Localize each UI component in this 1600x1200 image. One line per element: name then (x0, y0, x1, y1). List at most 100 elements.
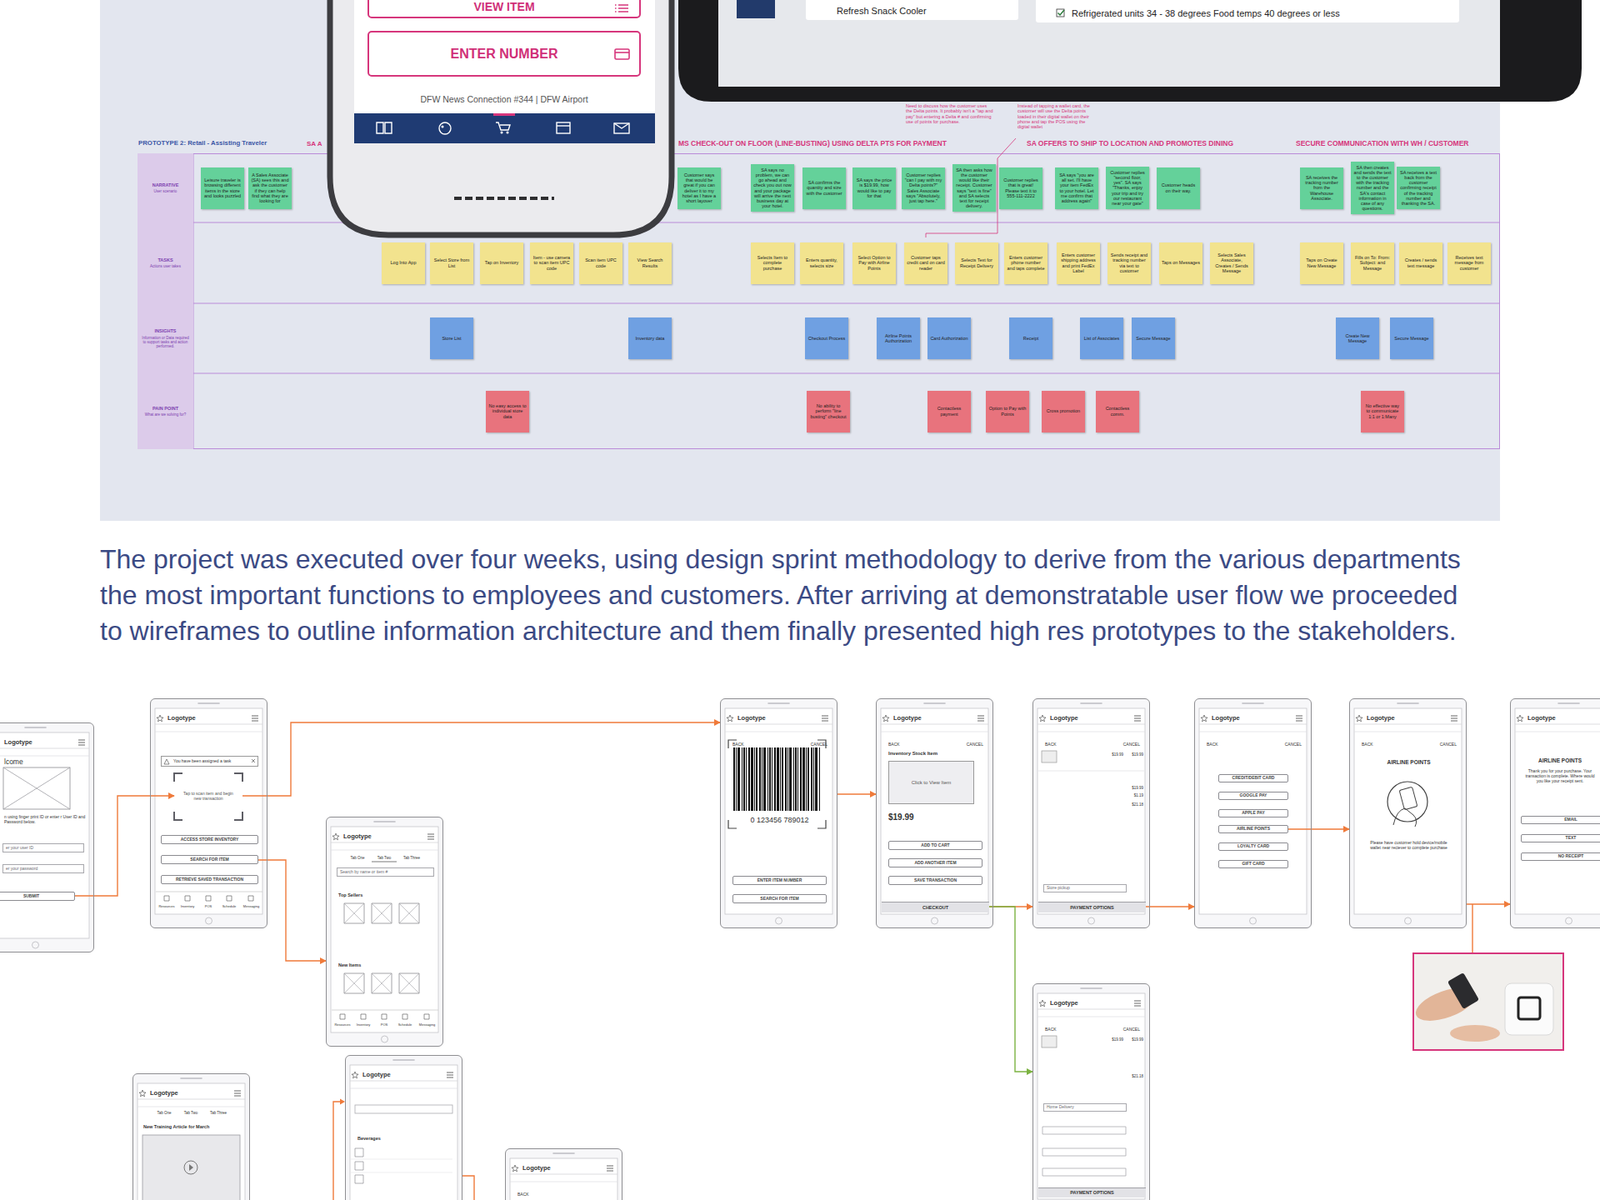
box-text: CHECKOUT (922, 905, 949, 910)
note-text: Item - use camera to scan item UPC code (532, 255, 571, 270)
note-text: Leisure traveler is browsing different i… (203, 177, 242, 199)
sticky-note: Create New Message (1335, 317, 1380, 360)
note-text: No easy access to individual store data (488, 403, 527, 419)
note-text: Enters quantity, selects size (802, 257, 841, 268)
note-text: Customer replies "second floor, yes". SA… (1108, 170, 1147, 206)
note-text: Select Option to Pay with Airline Points (855, 255, 894, 270)
logo-text: Logotype (1527, 715, 1586, 723)
screen-text: POS (197, 905, 220, 910)
screen-footer: DFW News Connection #344 | DFW Airport (367, 94, 641, 105)
wireframe-button: LOYALTY CARD (1218, 842, 1289, 851)
row-title: PAIN POINT (152, 405, 179, 411)
note-text: Sends receipt and tracking number via te… (1110, 252, 1149, 274)
sticky-note: Fills on To: From: Subject: and Message (1350, 242, 1395, 285)
flow-arrow (75, 795, 175, 896)
wireframe-button: APPLE PAY (1218, 809, 1289, 818)
description: The project was executed over four weeks… (100, 541, 1467, 650)
annotation: Need to discuss how the customer uses th… (905, 103, 994, 125)
note-text: Customer replies that is great! Please t… (1001, 177, 1040, 199)
sticky-note: Tap on Inventory (480, 242, 524, 285)
annotation: Instead of tapping a wallet card, the cu… (1017, 103, 1095, 130)
sticky-note: Customer heads on their way. (1156, 167, 1200, 210)
note-text: Checkout Process (808, 335, 846, 341)
screen-text: AIRLINE POINTS (1361, 759, 1456, 765)
logo-text: Logotype (167, 715, 226, 723)
image-placeholder: Click to View Item (888, 760, 975, 805)
screen-text: New Training Article for March (143, 1124, 241, 1130)
screen-text: BACK (1045, 1027, 1070, 1033)
screen-text: Messaging (415, 1023, 440, 1028)
section-heading: MS CHECK-OUT ON FLOOR (LINE-BUSTING) USI… (678, 140, 947, 149)
screen-button: VIEW ITEM (367, 0, 641, 19)
flow-arrow (1466, 903, 1510, 905)
sticky-note: Cross promotion (1041, 390, 1085, 433)
note-text: List of Associates (1084, 335, 1120, 341)
box-text: TEXT (1565, 835, 1577, 841)
scan-area: Tap to scan item and begin new transacti… (174, 773, 243, 820)
box-text: PAYMENT OPTIONS (1070, 905, 1114, 910)
screen-text: $19.99 (1103, 1037, 1124, 1042)
box-text: er your password (5, 866, 38, 872)
wireframe-screen: LogotypeBeverages (345, 1055, 463, 1200)
screen-text: $19.99 (1103, 752, 1124, 757)
screen-button: ENTER NUMBER (367, 30, 641, 77)
box-text: SUBMIT (23, 894, 40, 900)
note-text: Tap on Inventory (485, 260, 520, 265)
task-text: Refresh Snack Cooler (836, 5, 1012, 17)
screen-text: Messaging (239, 905, 264, 910)
sticky-note: Store List (430, 317, 474, 360)
wireframe-screen: LogotypeBACKCANCEL$19.99$19.99$19.99$1.1… (1032, 698, 1150, 929)
sticky-note: SA receives a text back from the custome… (1396, 166, 1440, 210)
wireframe-screen: LogotypeBACKCANCELCREDIT/DEBIT CARDGOOGL… (1194, 698, 1312, 929)
box-text: ADD ANOTHER ITEM (914, 860, 956, 866)
screen-text: BACK (1045, 742, 1070, 748)
sticky-note: Customer replies that is great! Please t… (999, 167, 1043, 210)
task-text: Refrigerated units 34 - 38 degrees Food … (1071, 8, 1455, 20)
screen-text: CANCEL (800, 742, 828, 748)
sticky-note: Item - use camera to scan item UPC code (530, 242, 574, 285)
sticky-note: Creates / sends text message (1399, 242, 1443, 285)
wireframe-screen: LogotypeResourcesInventoryPOSScheduleMes… (150, 698, 268, 929)
row-label: PAIN POINTWhat are we solving for? (137, 373, 194, 450)
screen-text: Thank you for your purchase. Your transa… (1522, 769, 1598, 784)
screen-text: AIRLINE POINTS (1522, 757, 1598, 764)
box-text: ACCESS STORE INVENTORY (180, 837, 240, 843)
box-text: RETRIEVE SAVED TRANSACTION (175, 877, 244, 883)
box-text: ENTER NUMBER (450, 46, 559, 62)
note-text: No ability to perform "line busting" che… (809, 403, 848, 419)
sticky-note: Contactless payment (927, 390, 971, 433)
wireframe-screen: LogotypeBACKCANCEL$19.99$19.99$21.18Home… (1032, 983, 1150, 1200)
sticky-note: Secure Message (1390, 317, 1434, 360)
box-text: SEARCH FOR ITEM (190, 857, 229, 863)
row-title: INSIGHTS (155, 328, 177, 334)
screen-text: CANCEL (1430, 742, 1457, 748)
sticky-note: Enters customer phone number and taps co… (1004, 242, 1048, 285)
sticky-note: Airline Points Authorization (876, 317, 920, 360)
screen-text: CANCEL (1113, 1027, 1140, 1033)
screen-text: CANCEL (956, 742, 984, 748)
section-heading: SECURE COMMUNICATION WITH WH / CUSTOMER (1295, 140, 1469, 149)
sticky-note: Contactless comm. (1095, 390, 1140, 433)
sticky-note: Log Into App (381, 242, 425, 285)
sticky-note: SA says no problem, we can go ahead and … (750, 164, 795, 212)
screen-text: Inventory (352, 1023, 375, 1028)
box-text: Search by name or item # (340, 870, 388, 875)
note-text: Contactless payment (930, 405, 969, 416)
sticky-note: Card Authorization (927, 317, 971, 360)
note-text: Log Into App (390, 260, 417, 265)
note-text: No effective way to communicate 1:1 or 1… (1363, 403, 1402, 419)
screen-text: $1.19 (1123, 793, 1144, 798)
section-heading: SA OFFERS TO SHIP TO LOCATION AND PROMOT… (1026, 140, 1234, 149)
logo-text: Logotype (1050, 1000, 1109, 1008)
note-text: Taps on Create New Message (1302, 257, 1341, 268)
wireframe-screen: LogotypeTab OneTab TwoTab ThreeTop Selle… (325, 816, 444, 1047)
note-text: Customer taps credit card on card reader (906, 255, 945, 270)
note-text: Receipt (1023, 335, 1040, 341)
logo-text: Logotype (150, 1090, 209, 1098)
wireframe-screen: LogotypeTab OneTab TwoTab ThreeNew Train… (132, 1073, 250, 1200)
sticky-note: Customer says that would be great if you… (677, 167, 721, 210)
logo-text: Logotype (1366, 715, 1425, 723)
sticky-note: SA receives the tracking number from the… (1300, 167, 1344, 210)
sticky-note: SA says "you are all set. I'll have your… (1055, 167, 1099, 210)
